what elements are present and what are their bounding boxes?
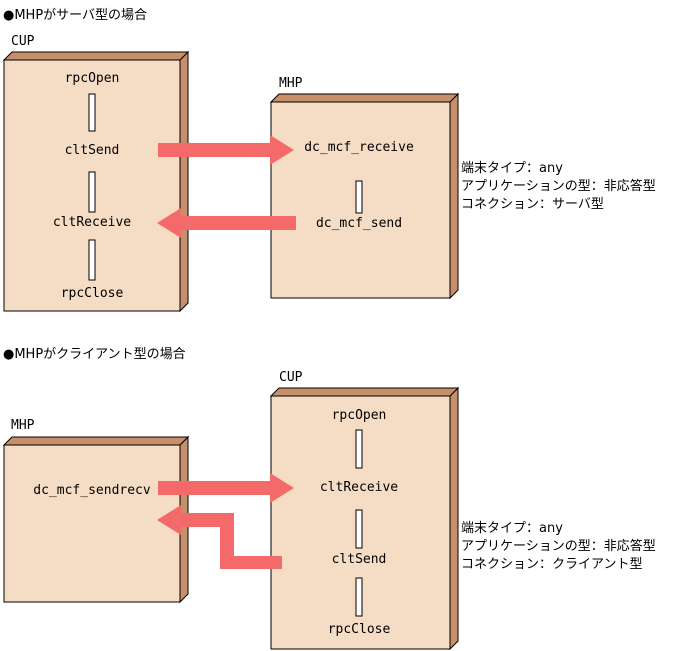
cup-box-2 (269, 386, 460, 651)
mhp-box-2 (2, 435, 190, 604)
section1-left-label: CUP (11, 34, 35, 49)
cup-box-1 (2, 50, 190, 313)
flow-bar (88, 239, 96, 281)
call-cltreceive: cltReceive (52, 215, 132, 230)
flow-bar (355, 577, 363, 617)
flow-bar (355, 509, 363, 549)
section2-title: ●MHPがクライアント型の場合 (3, 347, 186, 362)
section1-title: ●MHPがサーバ型の場合 (3, 8, 148, 23)
section1-right-label: MHP (279, 76, 303, 91)
call-dc-mcf-send: dc_mcf_send (315, 216, 403, 231)
send-arrow (158, 473, 294, 503)
flow-bar (88, 171, 96, 213)
call-dc-mcf-sendrecv: dc_mcf_sendrecv (33, 483, 151, 498)
flow-bar (355, 429, 363, 469)
reply-elbow-arrow (157, 505, 282, 569)
call-cltsend: cltSend (331, 552, 387, 567)
reply-arrow (157, 208, 296, 238)
section1-info-apptype: アプリケーションの型：非応答型 (461, 179, 656, 194)
call-rpcopen: rpcOpen (64, 71, 120, 86)
call-rpcclose: rpcClose (60, 286, 124, 301)
call-rpcclose: rpcClose (327, 622, 391, 637)
flow-bar (355, 180, 363, 214)
call-dc-mcf-receive: dc_mcf_receive (304, 140, 414, 155)
section2-info-apptype: アプリケーションの型：非応答型 (461, 539, 656, 554)
flow-bar (88, 93, 96, 132)
call-cltsend: cltSend (64, 143, 120, 158)
section2-info-terminal: 端末タイプ：any (461, 521, 563, 536)
call-rpcopen: rpcOpen (331, 408, 387, 423)
section2-right-label: CUP (279, 370, 303, 385)
section1-info-connection: コネクション：サーバ型 (461, 197, 604, 212)
section2-left-label: MHP (11, 418, 35, 433)
send-arrow (158, 135, 294, 165)
call-cltreceive: cltReceive (319, 480, 399, 495)
mhp-box-1 (269, 92, 460, 300)
section2-info-connection: コネクション：クライアント型 (461, 557, 643, 572)
section1-info-terminal: 端末タイプ：any (461, 161, 563, 176)
